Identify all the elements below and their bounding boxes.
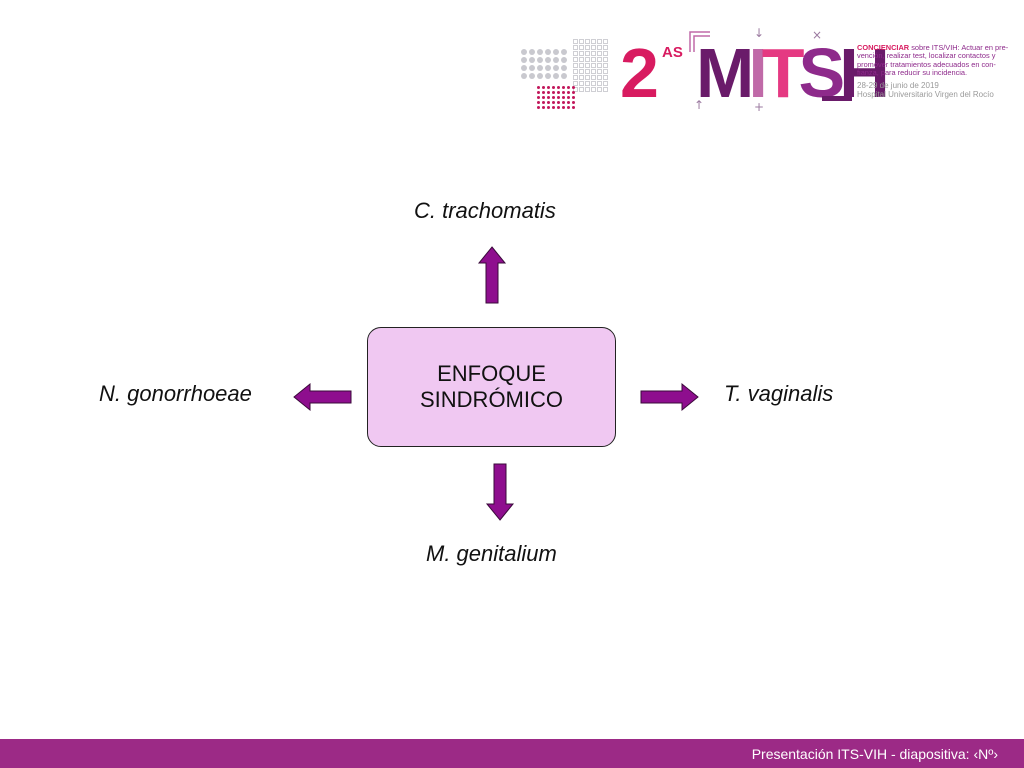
- logo-pink-dot-grid: [537, 86, 575, 109]
- down-arrow-icon: ↓: [754, 26, 765, 40]
- event-date: 28-29 de junio de 2019: [857, 80, 939, 90]
- plus-icon: +: [754, 100, 765, 114]
- footer-bar: Presentación ITS-VIH - diapositiva: ‹Nº›: [0, 739, 1024, 768]
- logo-superscript: AS: [662, 44, 683, 61]
- arrow-left: [293, 382, 352, 412]
- logo-letter: M: [696, 34, 754, 112]
- label-top: C. trachomatis: [414, 198, 556, 223]
- footer-slide-info: Presentación ITS-VIH - diapositiva: ‹Nº›: [751, 746, 998, 762]
- center-node-line2: SINDRÓMICO: [420, 387, 563, 412]
- center-node: ENFOQUE SINDRÓMICO: [367, 327, 616, 447]
- logo-info-text: CONCIENCIAR sobre ITS/VIH: Actuar en pre…: [857, 43, 1017, 99]
- arrow-right: [640, 382, 699, 412]
- up-arrow-icon: ↑: [694, 98, 705, 112]
- logo-bracket-decoration: [689, 31, 710, 52]
- label-left: N. gonorrhoeae: [99, 381, 252, 406]
- logo-underscore: [822, 96, 852, 101]
- logo-dot-grid: [521, 49, 567, 79]
- close-icon: ×: [812, 28, 823, 42]
- logo-letter: T: [761, 34, 805, 112]
- label-right: T. vaginalis: [724, 381, 834, 406]
- arrow-down: [485, 463, 515, 521]
- label-bottom: M. genitalium: [426, 541, 557, 566]
- logo-square-grid: [573, 39, 608, 92]
- center-node-line1: ENFOQUE: [437, 361, 546, 386]
- logo-number: 2: [620, 34, 659, 112]
- arrow-up: [477, 246, 507, 304]
- info-highlight: CONCIENCIAR: [857, 43, 910, 52]
- event-venue: Hospital Universitario Virgen del Rocío: [857, 89, 994, 99]
- info-body: sobre ITS/VIH: Actuar en pre-vención, re…: [857, 43, 1009, 78]
- logo-word: MITSH: [696, 38, 890, 108]
